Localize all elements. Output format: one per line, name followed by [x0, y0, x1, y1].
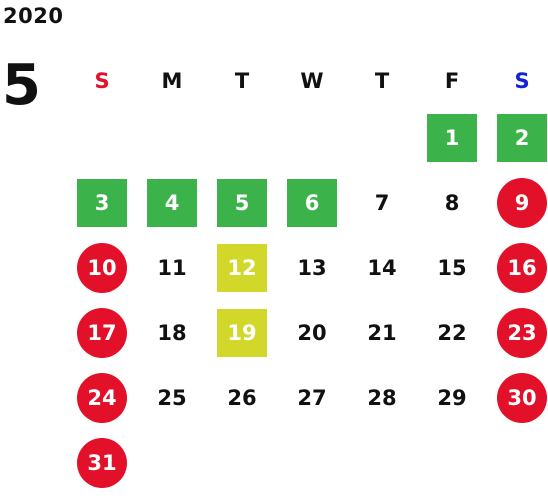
calendar-day[interactable]: 26 — [207, 365, 277, 430]
day-number: 24 — [77, 372, 127, 423]
weekday-header: F — [444, 69, 460, 93]
day-number: 12 — [217, 243, 267, 292]
day-number: 25 — [157, 385, 187, 410]
month-label: 5 — [2, 53, 41, 118]
calendar-day[interactable]: 3 — [67, 170, 137, 235]
day-number: 1 — [427, 113, 477, 162]
day-number: 15 — [437, 255, 467, 280]
weekday-header: T — [234, 69, 250, 93]
day-number: 29 — [437, 385, 467, 410]
calendar-empty-cell — [277, 105, 347, 170]
calendar-day[interactable]: 9 — [487, 170, 548, 235]
calendar-day[interactable]: 17 — [67, 300, 137, 365]
day-number: 23 — [497, 307, 547, 358]
calendar-day[interactable]: 30 — [487, 365, 548, 430]
day-number: 27 — [297, 385, 327, 410]
calendar-empty-cell — [67, 105, 137, 170]
calendar-day[interactable]: 19 — [207, 300, 277, 365]
calendar-day[interactable]: 23 — [487, 300, 548, 365]
day-number: 31 — [77, 437, 127, 488]
weekday-header: W — [300, 69, 324, 93]
day-number: 5 — [217, 178, 267, 227]
calendar-day[interactable]: 25 — [137, 365, 207, 430]
day-number: 7 — [374, 190, 390, 215]
year-label: 2020 — [3, 4, 64, 28]
calendar-day[interactable]: 10 — [67, 235, 137, 300]
calendar-day[interactable]: 22 — [417, 300, 487, 365]
day-number: 22 — [437, 320, 467, 345]
calendar-day[interactable]: 24 — [67, 365, 137, 430]
calendar-empty-cell — [137, 430, 207, 495]
calendar-empty-cell — [417, 430, 487, 495]
day-number: 2 — [497, 113, 547, 162]
calendar-day[interactable]: 13 — [277, 235, 347, 300]
calendar-empty-cell — [347, 105, 417, 170]
weekday-header: S — [514, 69, 530, 93]
calendar-day[interactable]: 20 — [277, 300, 347, 365]
day-number: 14 — [367, 255, 397, 280]
day-number: 28 — [367, 385, 397, 410]
day-number: 17 — [77, 307, 127, 358]
calendar-day[interactable]: 12 — [207, 235, 277, 300]
day-number: 19 — [217, 308, 267, 357]
day-number: 20 — [297, 320, 327, 345]
calendar-day[interactable]: 2 — [487, 105, 548, 170]
calendar-day[interactable]: 18 — [137, 300, 207, 365]
calendar-empty-cell — [487, 430, 548, 495]
day-number: 11 — [157, 255, 187, 280]
calendar-day[interactable]: 7 — [347, 170, 417, 235]
calendar-day[interactable]: 28 — [347, 365, 417, 430]
calendar-day[interactable]: 21 — [347, 300, 417, 365]
day-number: 3 — [77, 178, 127, 227]
calendar-day[interactable]: 1 — [417, 105, 487, 170]
calendar-empty-cell — [277, 430, 347, 495]
calendar-empty-cell — [137, 105, 207, 170]
calendar-empty-cell — [207, 430, 277, 495]
day-number: 4 — [147, 178, 197, 227]
calendar-day[interactable]: 8 — [417, 170, 487, 235]
calendar-day[interactable]: 15 — [417, 235, 487, 300]
day-number: 18 — [157, 320, 187, 345]
day-number: 6 — [287, 178, 337, 227]
calendar-day[interactable]: 5 — [207, 170, 277, 235]
calendar-day[interactable]: 29 — [417, 365, 487, 430]
day-number: 9 — [497, 177, 547, 228]
weekday-header: S — [94, 69, 110, 93]
calendar-empty-cell — [207, 105, 277, 170]
calendar-day[interactable]: 16 — [487, 235, 548, 300]
day-number: 13 — [297, 255, 327, 280]
calendar-empty-cell — [347, 430, 417, 495]
calendar-day[interactable]: 6 — [277, 170, 347, 235]
day-number: 8 — [444, 190, 460, 215]
day-number: 30 — [497, 372, 547, 423]
calendar-day[interactable]: 4 — [137, 170, 207, 235]
day-number: 26 — [227, 385, 257, 410]
day-number: 21 — [367, 320, 397, 345]
weekday-header: M — [161, 69, 183, 93]
day-number: 16 — [497, 242, 547, 293]
weekday-header: T — [374, 69, 390, 93]
calendar-day[interactable]: 11 — [137, 235, 207, 300]
calendar-day[interactable]: 31 — [67, 430, 137, 495]
calendar-day[interactable]: 14 — [347, 235, 417, 300]
calendar-day[interactable]: 27 — [277, 365, 347, 430]
day-number: 10 — [77, 242, 127, 293]
